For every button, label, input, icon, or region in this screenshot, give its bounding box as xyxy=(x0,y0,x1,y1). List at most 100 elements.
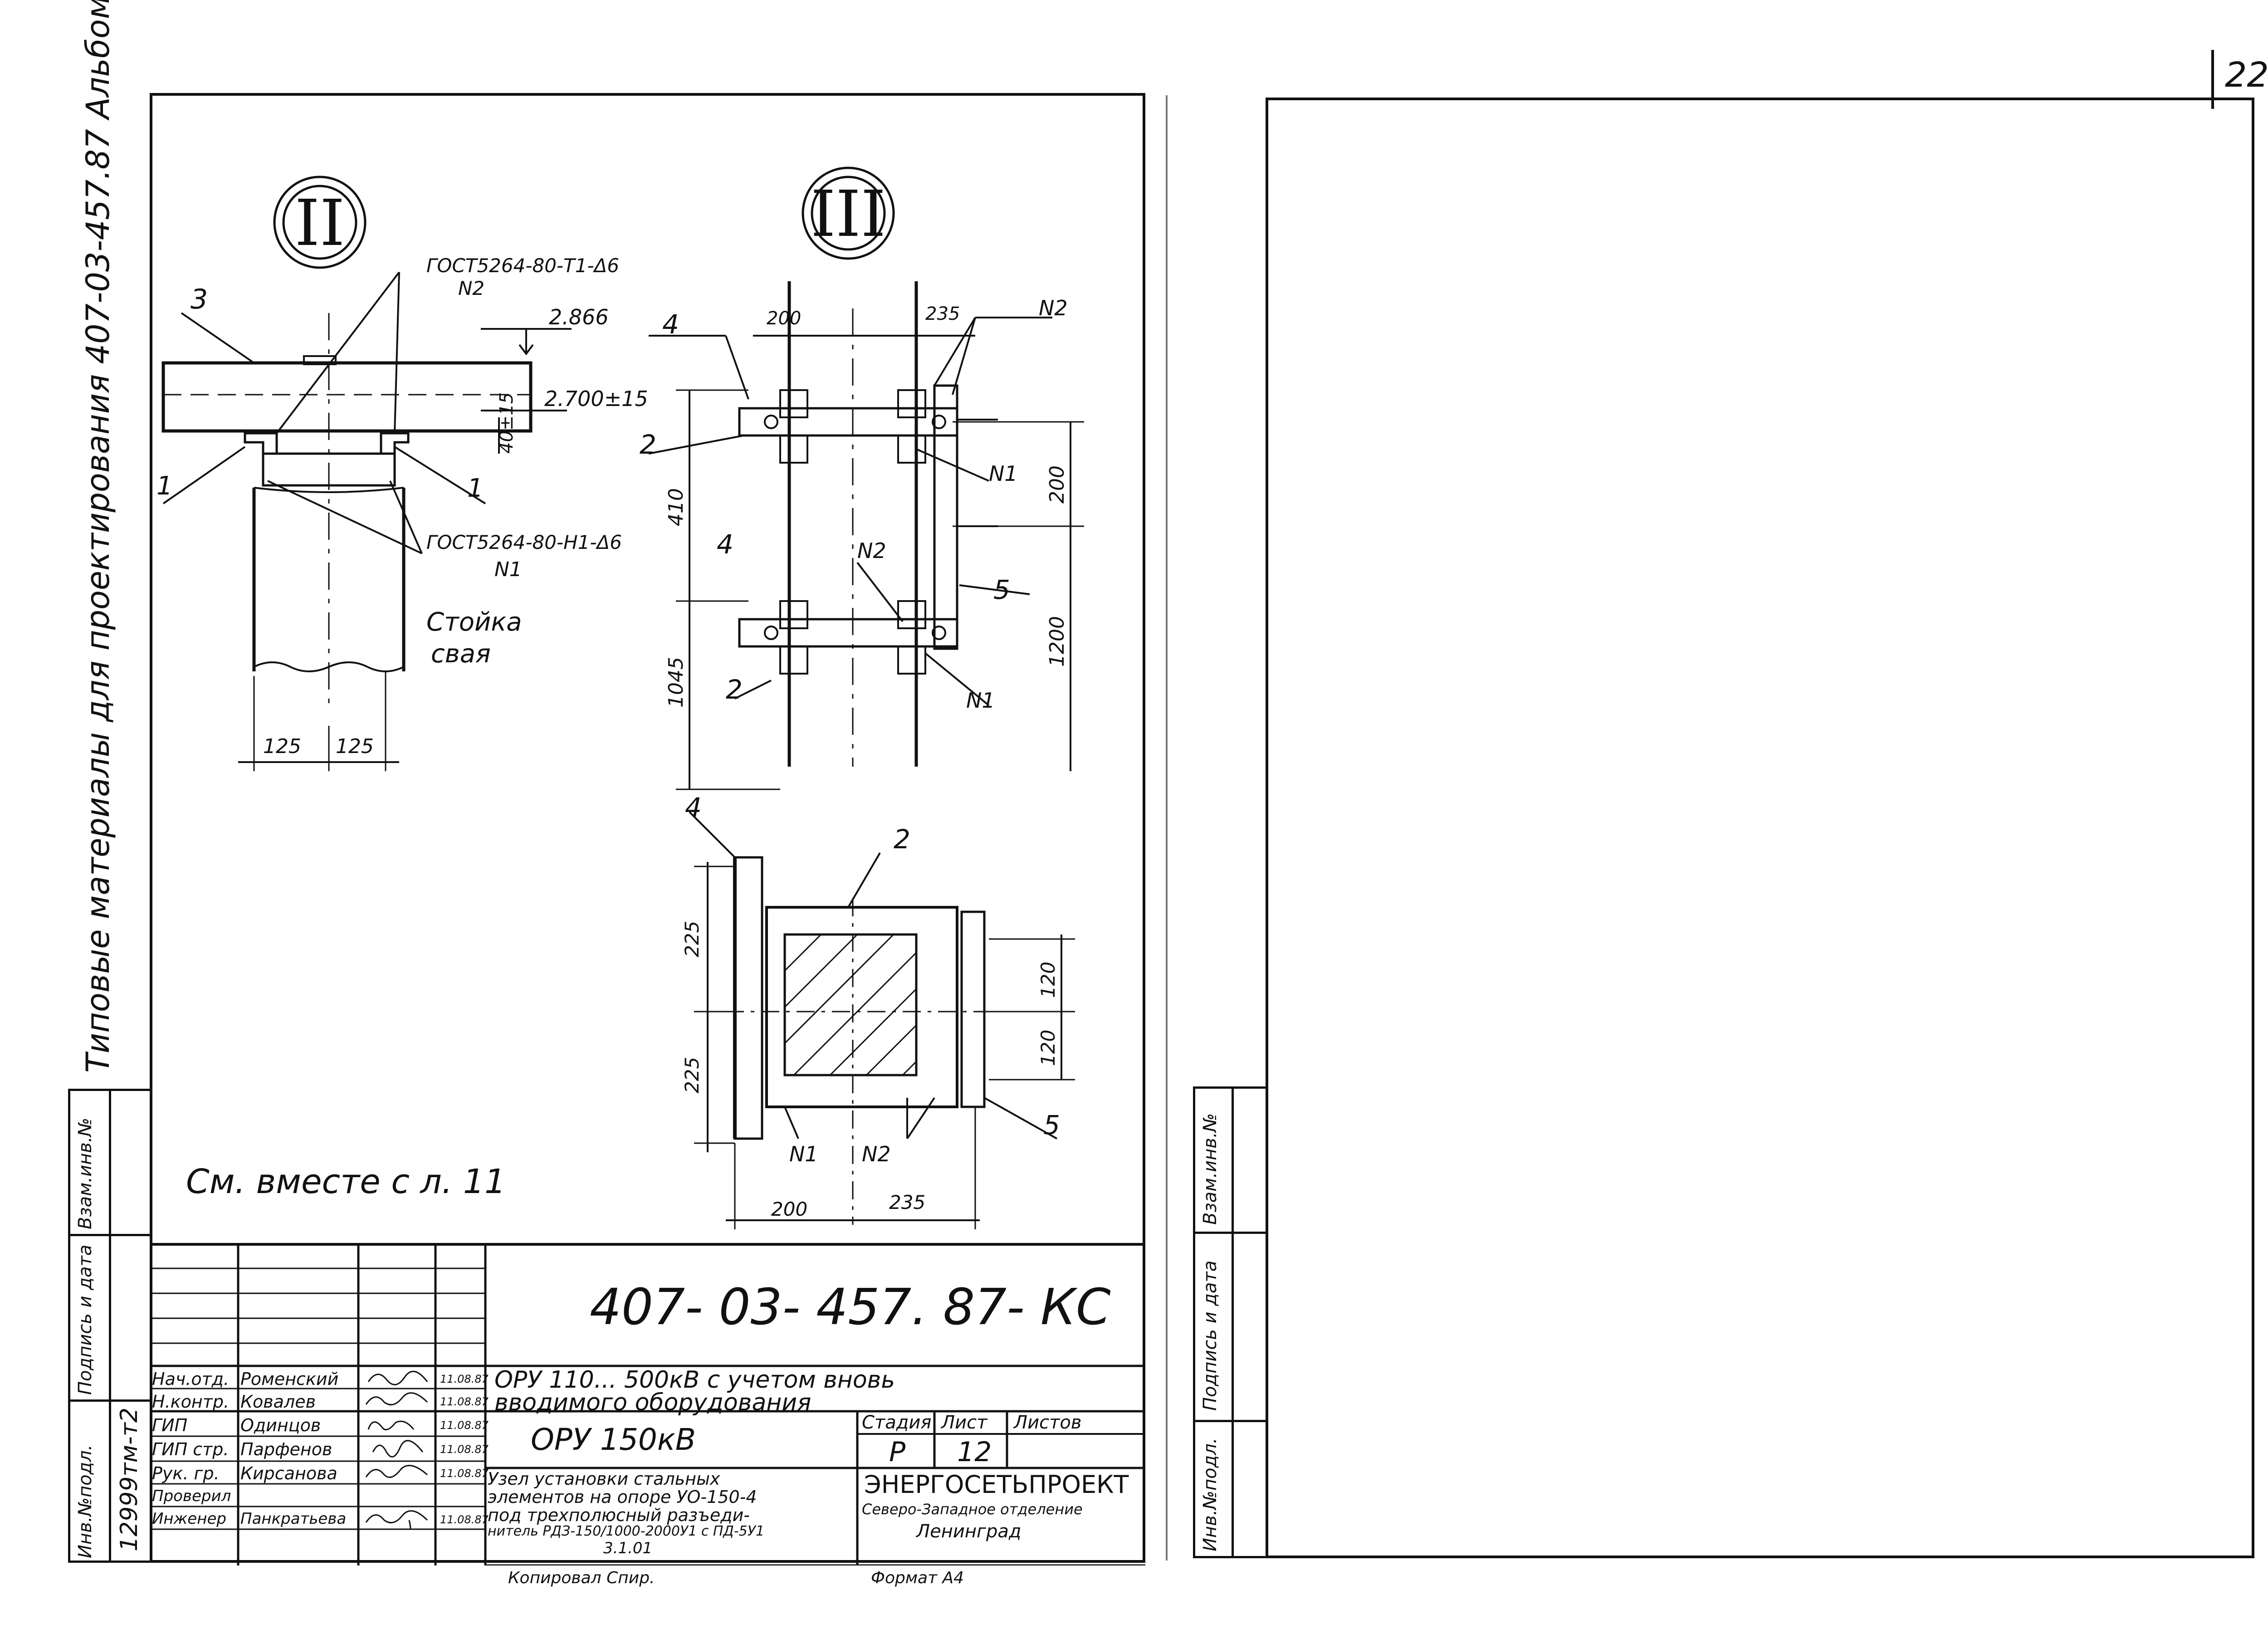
desc-3: под трехполюсный разъеди- xyxy=(488,1505,750,1525)
label-pos-1b: 1 xyxy=(467,474,484,503)
label-elev-2866: 2.866 xyxy=(549,305,609,329)
row-name: Панкратьева xyxy=(240,1510,347,1528)
label-gost-h1: ГОСТ5264-80-Н1-Δ6 xyxy=(426,531,622,553)
row-name: Кирсанова xyxy=(240,1463,337,1483)
row-date: 11.08.87 xyxy=(440,1373,489,1385)
sheet-label: Лист xyxy=(941,1412,987,1433)
label-sec-235: 235 xyxy=(889,1191,925,1213)
view-ii-circle-inner xyxy=(282,185,357,260)
right-side-strip-div1 xyxy=(1193,1232,1266,1234)
row-date: 11.08.87 xyxy=(440,1419,489,1432)
project-name-2: вводимого оборудования xyxy=(494,1389,811,1416)
signature-1 xyxy=(367,1370,428,1385)
label-stoika: Стойка xyxy=(426,607,522,637)
label-sec-n2: N2 xyxy=(862,1142,891,1166)
desc-1: Узел установки стальных xyxy=(488,1469,720,1489)
row-role: Нач.отд. xyxy=(152,1369,230,1389)
label-sec-4: 4 xyxy=(685,792,702,823)
label-sec-n1: N1 xyxy=(789,1142,818,1166)
right-sheet-frame xyxy=(1266,98,2254,1558)
signature-3 xyxy=(367,1420,415,1431)
label-iii-4b: 4 xyxy=(717,529,733,560)
label-sec-5: 5 xyxy=(1043,1110,1060,1140)
row-name: Ковалев xyxy=(240,1392,316,1412)
label-iii-2b: 2 xyxy=(726,674,743,705)
row-name: Парфенов xyxy=(240,1439,332,1459)
label-pos-3: 3 xyxy=(191,284,208,315)
row-role: Рук. гр. xyxy=(152,1463,220,1483)
page-number: 22 xyxy=(2225,54,2268,95)
desc-4: нитель РДЗ-150/1000-2000У1 с ПД-5У1 xyxy=(488,1523,765,1539)
label-iii-1200: 1200 xyxy=(1046,616,1069,667)
label-sec-120b: 120 xyxy=(1037,1030,1059,1066)
row-date: 11.08.87 xyxy=(440,1467,489,1480)
label-iii-410: 410 xyxy=(665,488,688,526)
label-sec-120a: 120 xyxy=(1037,962,1059,998)
sheets-label: Листов xyxy=(1014,1412,1082,1433)
desc-2: элементов на опоре УО-150-4 xyxy=(488,1487,757,1507)
view-iii-circle-inner xyxy=(811,176,886,251)
view-iii-circle-outer xyxy=(802,166,895,260)
view-ii-angle-left xyxy=(244,432,278,455)
right-side-strip-div2 xyxy=(1193,1420,1266,1422)
label-iii-200v: 200 xyxy=(1046,465,1069,504)
label-iii-n1b: N1 xyxy=(966,688,995,713)
sheet-value: 12 xyxy=(957,1436,992,1468)
org-3: Ленинград xyxy=(916,1521,1022,1542)
label-iii-2a: 2 xyxy=(640,429,656,460)
label-125a: 125 xyxy=(263,735,301,758)
label-iii-235: 235 xyxy=(925,303,960,324)
left-sheet-frame xyxy=(150,93,1145,1563)
label-sec-200: 200 xyxy=(771,1198,807,1220)
stage-label: Стадия xyxy=(862,1412,932,1433)
title-block-grid xyxy=(150,1246,1145,1565)
view-ii-circle-outer xyxy=(273,176,367,269)
label-iii-5: 5 xyxy=(993,574,1010,605)
right-side-strip-vdiv xyxy=(1232,1086,1234,1558)
sheet-title: ОРУ 150кВ xyxy=(531,1422,696,1457)
signature-2 xyxy=(365,1392,428,1406)
project-name-1: ОРУ 110... 500кВ с учетом вновь xyxy=(494,1366,895,1394)
right-side-strip xyxy=(1193,1086,1266,1558)
row-date: 11.08.87 xyxy=(440,1443,489,1456)
row-role: ГИП стр. xyxy=(152,1439,229,1459)
row-role: ГИП xyxy=(152,1415,188,1435)
sheet-separator xyxy=(1166,95,1168,1561)
label-gost-t1: ГОСТ5264-80-Т1-Δ6 xyxy=(426,254,619,277)
copied-by: Копировал Спир. xyxy=(508,1569,655,1587)
desc-5: 3.1.01 xyxy=(603,1539,653,1557)
view-ii-top-plate xyxy=(303,355,337,365)
label-iii-1045: 1045 xyxy=(665,657,688,708)
row-date: 11.08.87 xyxy=(440,1395,489,1408)
label-n2-top: N2 xyxy=(458,277,484,299)
row-date: 11.08.87 xyxy=(440,1513,489,1526)
note-see-with: См. вместе с л. 11 xyxy=(186,1162,506,1201)
section-channel-5 xyxy=(960,910,986,1108)
view-ii-pile xyxy=(252,488,406,671)
signature-7 xyxy=(365,1510,428,1529)
view-iii-channel xyxy=(933,384,958,650)
section-box xyxy=(765,906,958,1108)
label-iii-200: 200 xyxy=(767,308,801,329)
row-name: Роменский xyxy=(240,1369,339,1389)
view-ii-angle-right xyxy=(380,432,410,455)
label-iii-n2b: N2 xyxy=(857,538,886,563)
signatures xyxy=(365,1370,428,1529)
label-iii-n2a: N2 xyxy=(1039,296,1068,320)
section-plate-4 xyxy=(733,856,763,1140)
left-side-strip-vdiv xyxy=(109,1089,111,1563)
label-elev-2700: 2.700±15 xyxy=(544,386,648,411)
row-name: Одинцов xyxy=(240,1415,321,1435)
row-role: Инженер xyxy=(152,1510,226,1528)
view-ii-label: II xyxy=(295,186,345,260)
label-svaya: свая xyxy=(431,639,491,669)
label-125b: 125 xyxy=(336,735,374,758)
title-block: 407- 03- 457. 87- КС ОРУ 110... 500кВ с … xyxy=(150,1243,1145,1586)
label-dim-40: 40±15 xyxy=(496,392,517,454)
signature-4 xyxy=(372,1440,424,1458)
row-role: Н.контр. xyxy=(152,1392,230,1412)
signature-5 xyxy=(365,1465,428,1478)
label-sec-225a: 225 xyxy=(681,921,703,957)
section-pile-hatch xyxy=(783,933,918,1076)
